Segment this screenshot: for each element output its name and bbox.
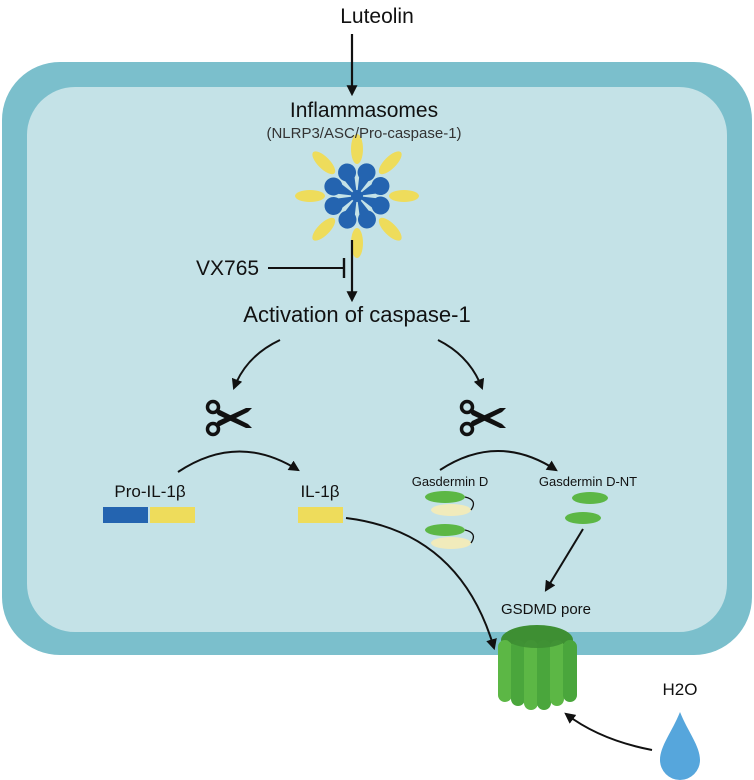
caspase-to-gasdermin-branch-arrow [437, 339, 485, 391]
cleavage-gasdermin-arrow [439, 450, 558, 472]
luteolin-label: Luteolin [340, 5, 414, 28]
scissors-icon [459, 399, 506, 437]
gsdmd-pore-icon [498, 625, 577, 710]
scissors-icon [205, 399, 252, 437]
water-drop-icon [660, 712, 700, 780]
inflammasomes-label: Inflammasomes [289, 99, 439, 122]
caspase-to-il-branch-arrow [231, 339, 281, 391]
gasdermin-d-label: Gasdermin D [411, 474, 489, 489]
cytoplasm [27, 87, 727, 632]
cleavage-il-arrow [177, 450, 300, 473]
gasdermin-d-nt-label: Gasdermin D-NT [538, 474, 638, 489]
il1b-bar [298, 507, 343, 523]
vx765-label: VX765 [196, 257, 260, 280]
inflammasome-icon [295, 134, 419, 258]
pro-il1b-mature-bar [150, 507, 195, 523]
il-release-arrow [345, 517, 497, 651]
gasdermin-d-icon [425, 491, 475, 549]
pro-il1b-label: Pro-IL-1β [114, 482, 186, 501]
caspase-activation-label: Activation of caspase-1 [243, 302, 471, 327]
gsdmd-nt-to-pore-arrow [544, 528, 584, 592]
pro-il1b-prodomain-bar [103, 507, 148, 523]
inflammasome-components-label: (NLRP3/ASC/Pro-caspase-1) [266, 125, 462, 142]
water-influx-arrow [564, 712, 653, 751]
il1b-label: IL-1β [300, 482, 340, 501]
gsdmd-pore-label: GSDMD pore [500, 601, 592, 618]
gasdermin-d-nt-icon [565, 492, 608, 524]
h2o-label: H2O [662, 680, 698, 699]
